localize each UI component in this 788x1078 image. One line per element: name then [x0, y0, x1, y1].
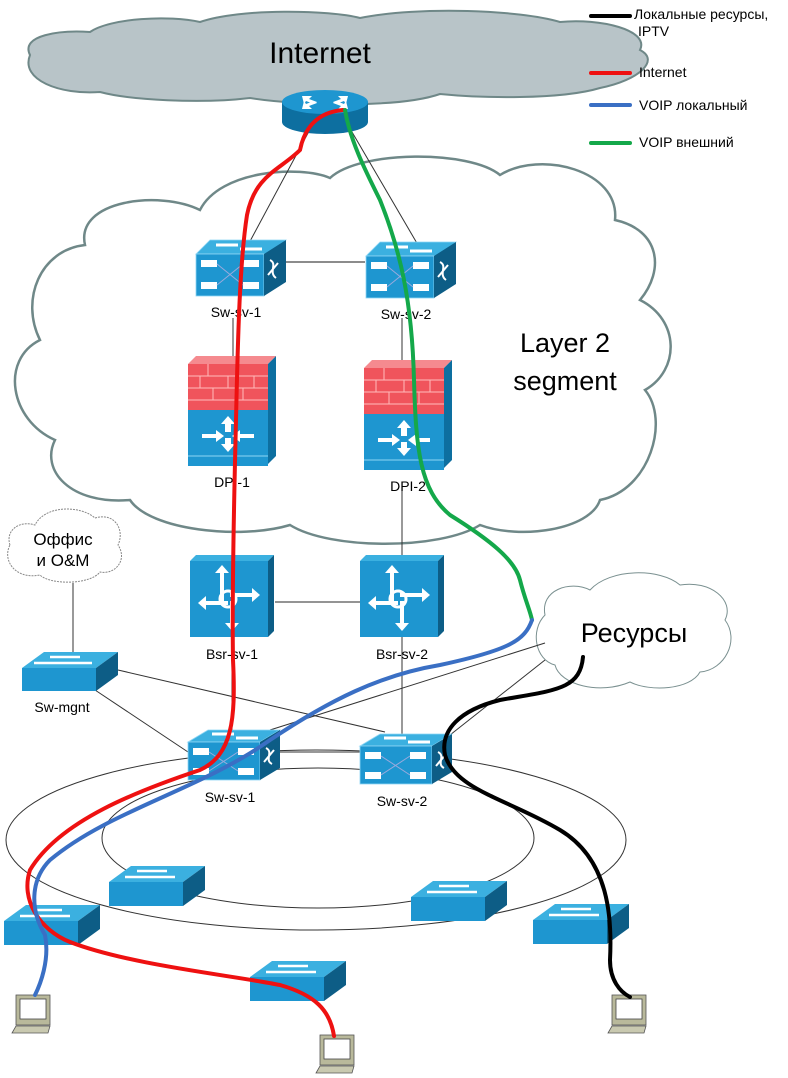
path-voip-local — [32, 618, 534, 997]
switch-arrows-icon — [427, 884, 477, 894]
access-switch-5[interactable] — [533, 904, 629, 944]
pc-1[interactable] — [11, 994, 51, 1034]
sw-sv-2-top-label: Sw-sv-2 — [381, 306, 432, 322]
svg-text:VOIP локальный: VOIP локальный — [639, 97, 748, 113]
bsr-sv-2-label: Bsr-sv-2 — [376, 646, 428, 662]
legend-item-voip-local: VOIP локальный — [589, 97, 748, 113]
dpi-2[interactable]: DPI-2 — [364, 360, 452, 494]
link-swsv2-resources — [449, 659, 546, 736]
pc-3[interactable] — [607, 994, 647, 1034]
dpi-2-label: DPI-2 — [390, 478, 426, 494]
svg-text:Локальные ресурсы,: Локальные ресурсы, — [634, 6, 768, 22]
core-router[interactable] — [282, 90, 368, 134]
links — [5, 119, 627, 931]
link-mgnt-swsv1 — [94, 689, 189, 753]
sw-sv-2-bottom-label: Sw-sv-2 — [377, 793, 428, 809]
switch-arrows-icon — [266, 964, 316, 974]
sw-sv-1-top[interactable]: Sw-sv-1 — [195, 239, 287, 320]
legend-item-internet: Internet — [589, 64, 687, 80]
resources-cloud: Ресурсы — [535, 572, 732, 689]
link-router-sw2 — [344, 119, 419, 246]
layer2-segment-cloud: Layer 2 segment — [13, 155, 672, 545]
sw-mgnt[interactable]: Sw-mgnt — [22, 652, 118, 715]
layer2-label-line1: Layer 2 — [520, 328, 610, 358]
layer2-label-line2: segment — [513, 366, 617, 396]
path-internet — [25, 108, 345, 1038]
office-cloud: Оффис и O&M — [7, 508, 123, 583]
sw-mgnt-label: Sw-mgnt — [34, 699, 89, 715]
legend-item-voip-external: VOIP внешний — [589, 134, 734, 150]
sw-sv-1-top-label: Sw-sv-1 — [211, 304, 262, 320]
path-local-resources — [442, 655, 632, 999]
svg-text:VOIP внешний: VOIP внешний — [639, 134, 734, 150]
svg-text:Internet: Internet — [639, 64, 687, 80]
access-switch-1[interactable] — [4, 905, 100, 945]
link-swsv1-resources — [269, 642, 546, 731]
office-label-line1: Оффис — [33, 530, 93, 549]
dpi-1-label: DPI-1 — [214, 474, 250, 490]
switch-arrows-icon — [125, 869, 175, 879]
inner-ring — [101, 767, 535, 909]
resources-label: Ресурсы — [581, 618, 687, 648]
access-switch-2[interactable] — [109, 866, 205, 906]
sw-sv-1-bottom-label: Sw-sv-1 — [205, 789, 256, 805]
office-label-line2: и O&M — [37, 551, 90, 570]
bsr-sv-2[interactable]: Bsr-sv-2 — [360, 555, 444, 662]
access-switch-4[interactable] — [411, 881, 507, 921]
sw-sv-1-bottom[interactable]: Sw-sv-1 — [186, 729, 282, 805]
dpi-arrows-icon — [378, 420, 430, 456]
switch-arrows-icon — [549, 907, 599, 917]
router-arrows-icon — [302, 96, 348, 109]
internet-cloud: Internet — [27, 9, 649, 106]
switch-arrows-icon — [34, 655, 92, 665]
internet-cloud-label: Internet — [269, 37, 371, 70]
sw-sv-2-bottom[interactable]: Sw-sv-2 — [358, 733, 454, 809]
legend-item-local-resources: Локальные ресурсы, IPTV — [589, 6, 768, 39]
bsr-arrows-icon — [374, 571, 422, 623]
path-voip-external — [343, 108, 534, 622]
svg-text:IPTV: IPTV — [638, 23, 670, 39]
legend: Локальные ресурсы, IPTV Internet VOIP ло… — [589, 6, 768, 150]
pc-2[interactable] — [315, 1034, 355, 1074]
link-mgnt-swsv2 — [117, 669, 386, 733]
outer-ring — [5, 749, 627, 931]
